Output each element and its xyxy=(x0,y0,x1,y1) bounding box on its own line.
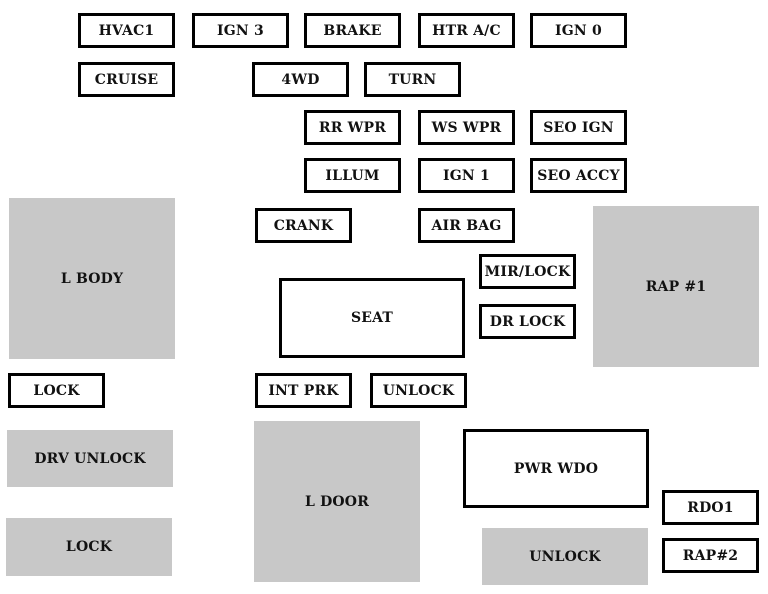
fuse-lock-top: LOCK xyxy=(8,373,105,408)
fuse-seo-accy: SEO ACCY xyxy=(530,158,627,193)
fuse-ws-wpr: WS WPR xyxy=(418,110,515,145)
relay-l-door: L DOOR xyxy=(254,421,420,582)
fuse-unlock-top: UNLOCK xyxy=(370,373,467,408)
fuse-mir-lock: MIR/LOCK xyxy=(479,254,576,289)
fuse-turn: TURN xyxy=(364,62,461,97)
fuse-dr-lock: DR LOCK xyxy=(479,304,576,339)
relay-unlock-bottom: UNLOCK xyxy=(482,528,648,585)
fuse-hvac1: HVAC1 xyxy=(78,13,175,48)
relay-seat: SEAT xyxy=(279,278,465,358)
relay-drv-unlock: DRV UNLOCK xyxy=(7,430,173,487)
fuse-illum: ILLUM xyxy=(304,158,401,193)
fuse-rr-wpr: RR WPR xyxy=(304,110,401,145)
fuse-brake: BRAKE xyxy=(304,13,401,48)
fuse-seo-ign: SEO IGN xyxy=(530,110,627,145)
relay-lock-bottom: LOCK xyxy=(6,518,172,576)
relay-pwr-wdo: PWR WDO xyxy=(463,429,649,508)
fuse-4wd: 4WD xyxy=(252,62,349,97)
relay-rap1: RAP #1 xyxy=(593,206,759,367)
fuse-ign0: IGN 0 xyxy=(530,13,627,48)
fuse-int-prk: INT PRK xyxy=(255,373,352,408)
fuse-htr-ac: HTR A/C xyxy=(418,13,515,48)
relay-l-body: L BODY xyxy=(9,198,175,359)
fuse-ign3: IGN 3 xyxy=(192,13,289,48)
fuse-rdo1: RDO1 xyxy=(662,490,759,525)
fuse-air-bag: AIR BAG xyxy=(418,208,515,243)
fuse-rap2: RAP#2 xyxy=(662,538,759,573)
fuse-crank: CRANK xyxy=(255,208,352,243)
fuse-ign1: IGN 1 xyxy=(418,158,515,193)
fuse-cruise: CRUISE xyxy=(78,62,175,97)
